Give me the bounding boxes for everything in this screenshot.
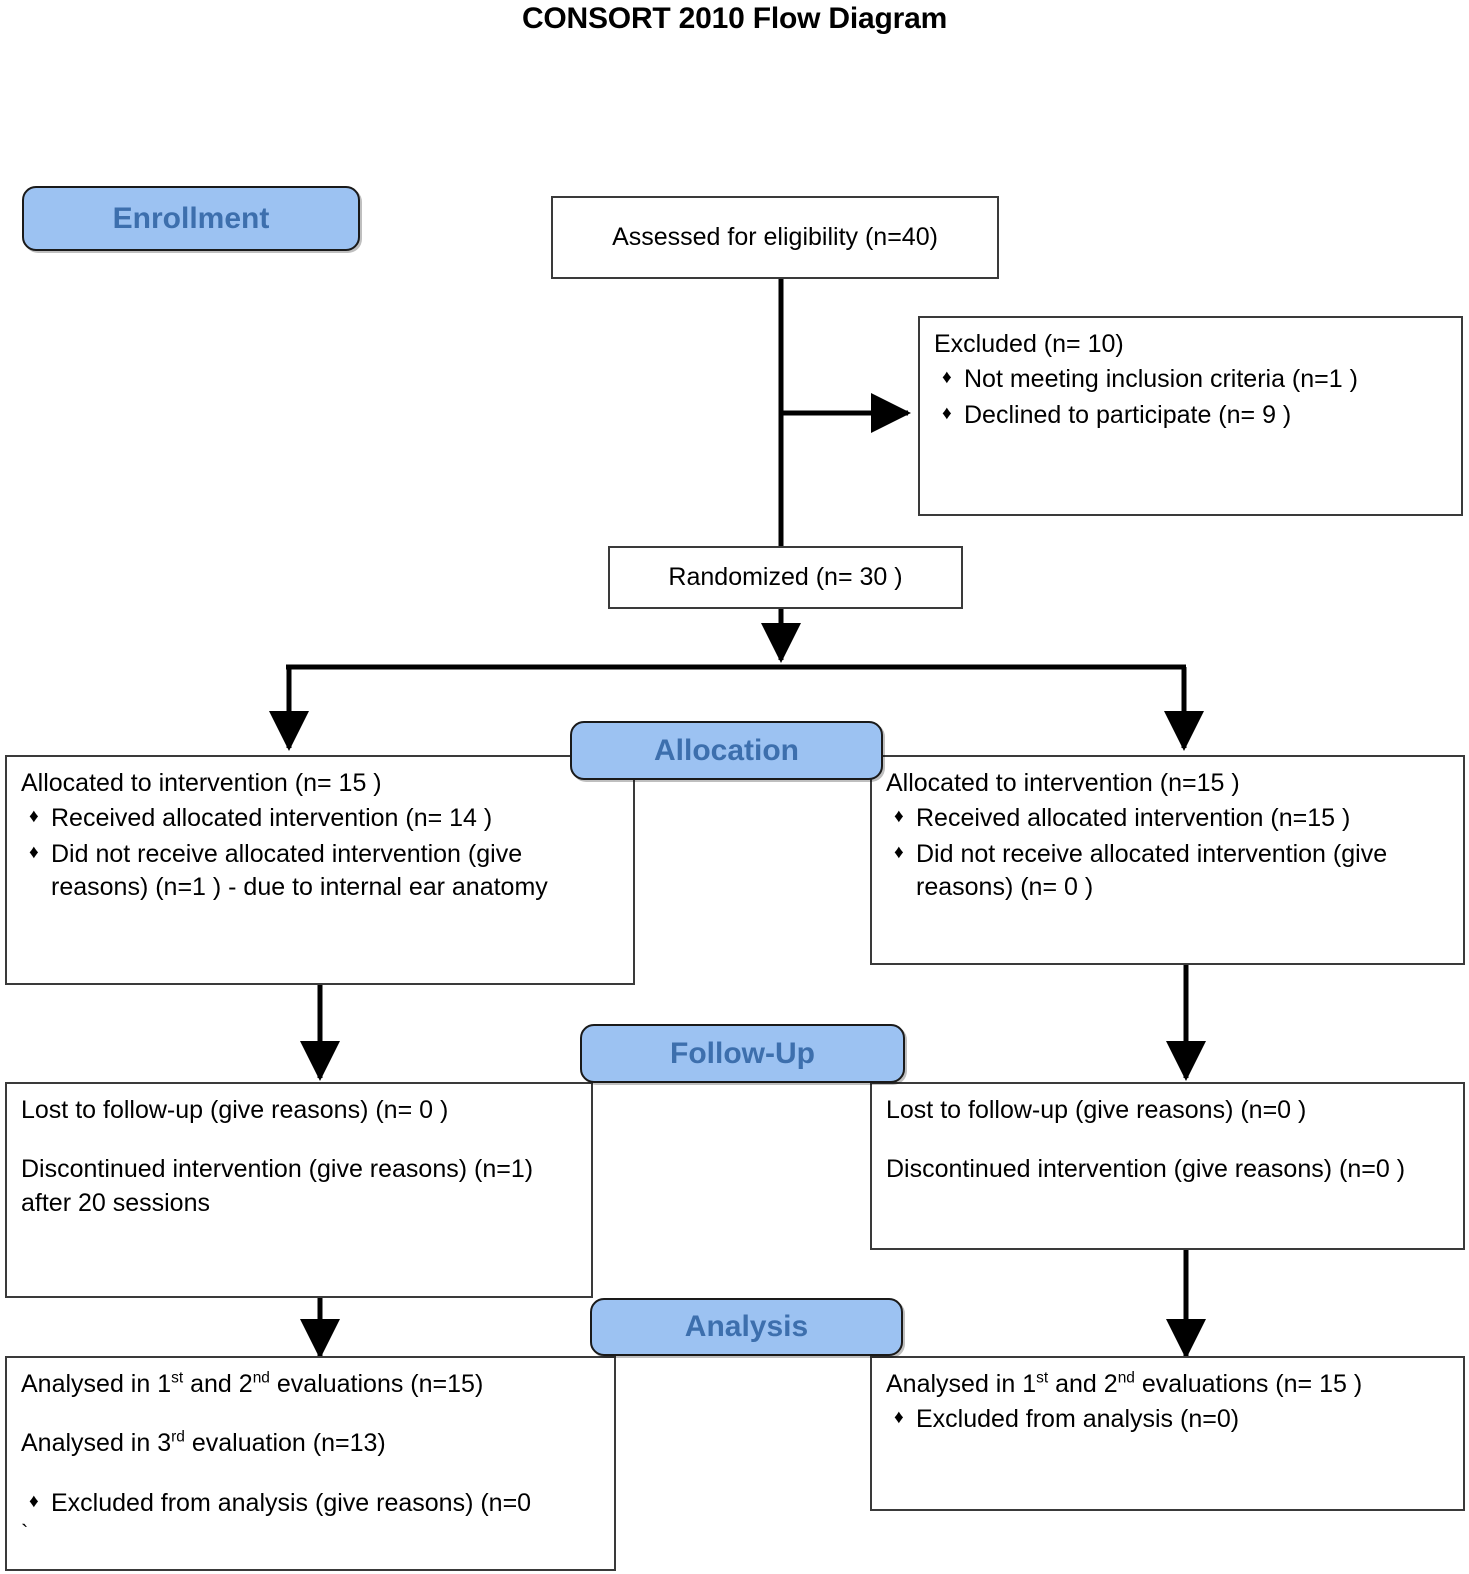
diamond-bullet-icon: ♦ (942, 367, 952, 389)
ordinal-suffix: nd (252, 1369, 270, 1387)
stage-badge-followup: Follow-Up (580, 1024, 905, 1083)
list-item: ♦ Excluded from analysis (n=0) (886, 1403, 1449, 1436)
trailing-mark: ` (21, 1519, 29, 1545)
list-item: ♦ Received allocated intervention (n= 14… (21, 802, 619, 835)
followup-right-discontinued: Discontinued intervention (give reasons)… (886, 1155, 1406, 1184)
allocation-left-item-text: Did not receive allocated intervention (… (51, 839, 548, 901)
analysis-right-line1-c: evaluations (n= 15 ) (1134, 1370, 1363, 1398)
diamond-bullet-icon: ♦ (29, 806, 39, 828)
list-item: ♦ Declined to participate (n= 9 ) (934, 399, 1447, 432)
list-item: ♦ Did not receive allocated intervention… (886, 838, 1449, 905)
allocation-right-list: ♦ Received allocated intervention (n=15 … (886, 802, 1449, 904)
allocation-left-item-text: Received allocated intervention (n= 14 ) (51, 804, 493, 833)
allocation-right-item-text: Did not receive allocated intervention (… (916, 839, 1388, 901)
followup-right-lost: Lost to follow-up (give reasons) (n=0 ) (886, 1096, 1307, 1124)
ordinal-suffix: rd (171, 1428, 185, 1446)
ordinal-suffix: nd (1117, 1369, 1135, 1387)
followup-left-lost: Lost to follow-up (give reasons) (n= 0 ) (21, 1096, 449, 1124)
analysis-left-line1: Analysed in 1st and 2nd evaluations (n=1… (21, 1368, 600, 1401)
diamond-bullet-icon: ♦ (29, 841, 39, 863)
followup-left-discontinued: Discontinued intervention (give reasons)… (21, 1155, 534, 1217)
randomized-label: Randomized (n= 30 ) (668, 562, 903, 591)
box-followup-right: Lost to follow-up (give reasons) (n=0 ) … (870, 1082, 1465, 1250)
analysis-right-list: ♦ Excluded from analysis (n=0) (886, 1403, 1449, 1436)
stage-badge-enrollment-label: Enrollment (112, 201, 270, 235)
analysis-right-excluded-text: Excluded from analysis (n=0) (916, 1405, 1240, 1434)
analysis-left-list: ♦ Excluded from analysis (give reasons) … (21, 1487, 600, 1520)
list-item: ♦ Not meeting inclusion criteria (n=1 ) (934, 363, 1447, 396)
excluded-reason-list: ♦ Not meeting inclusion criteria (n=1 ) … (934, 363, 1447, 432)
stage-badge-allocation-label: Allocation (653, 733, 799, 767)
box-randomized: Randomized (n= 30 ) (608, 546, 963, 609)
allocation-left-list: ♦ Received allocated intervention (n= 14… (21, 802, 619, 904)
box-allocation-right: Allocated to intervention (n=15 ) ♦ Rece… (870, 755, 1465, 965)
list-item: ♦ Did not receive allocated intervention… (21, 838, 619, 905)
allocation-left-lead: Allocated to intervention (n= 15 ) (21, 769, 382, 797)
list-item: ♦ Received allocated intervention (n=15 … (886, 802, 1449, 835)
analysis-right-line1: Analysed in 1st and 2nd evaluations (n= … (886, 1368, 1449, 1401)
diamond-bullet-icon: ♦ (29, 1490, 39, 1512)
excluded-reason-text: Not meeting inclusion criteria (n=1 ) (964, 365, 1358, 394)
analysis-left-line2-b: evaluation (n=13) (184, 1429, 386, 1458)
stage-badge-followup-label: Follow-Up (670, 1036, 815, 1070)
diamond-bullet-icon: ♦ (894, 841, 904, 863)
excluded-reason-text: Declined to participate (n= 9 ) (964, 400, 1292, 429)
ordinal-suffix: st (1036, 1369, 1049, 1387)
stage-badge-analysis: Analysis (590, 1298, 903, 1356)
box-assessed-for-eligibility: Assessed for eligibility (n=40) (551, 196, 999, 279)
allocation-right-lead: Allocated to intervention (n=15 ) (886, 769, 1240, 797)
assessed-label: Assessed for eligibility (n=40) (612, 222, 938, 251)
list-item: ♦ Excluded from analysis (give reasons) … (21, 1487, 600, 1520)
excluded-title: Excluded (n= 10) (934, 330, 1124, 358)
box-allocation-left: Allocated to intervention (n= 15 ) ♦ Rec… (5, 755, 635, 985)
stage-badge-analysis-label: Analysis (684, 1310, 809, 1343)
ordinal-suffix: st (171, 1369, 184, 1387)
page-title: CONSORT 2010 Flow Diagram (521, 2, 948, 35)
box-followup-left: Lost to follow-up (give reasons) (n= 0 )… (5, 1082, 593, 1298)
analysis-left-line1-b: and 2 (183, 1370, 253, 1398)
analysis-left-line1-c: evaluations (n=15) (269, 1370, 484, 1398)
analysis-left-excluded-text: Excluded from analysis (give reasons) (n… (51, 1488, 532, 1517)
diamond-bullet-icon: ♦ (894, 806, 904, 828)
stage-badge-allocation: Allocation (570, 721, 883, 780)
box-excluded: Excluded (n= 10) ♦ Not meeting inclusion… (918, 316, 1463, 516)
analysis-left-line2-a: Analysed in 3 (21, 1429, 172, 1458)
allocation-right-item-text: Received allocated intervention (n=15 ) (916, 804, 1351, 833)
diamond-bullet-icon: ♦ (894, 1407, 904, 1429)
box-analysis-left: Analysed in 1st and 2nd evaluations (n=1… (5, 1356, 616, 1571)
stage-badge-enrollment: Enrollment (22, 186, 360, 251)
box-analysis-right: Analysed in 1st and 2nd evaluations (n= … (870, 1356, 1465, 1511)
analysis-left-line2: Analysed in 3rd evaluation (n=13) (21, 1427, 600, 1460)
analysis-right-line1-a: Analysed in 1 (886, 1370, 1037, 1398)
analysis-left-line1-a: Analysed in 1 (21, 1370, 172, 1398)
analysis-right-line1-b: and 2 (1048, 1370, 1118, 1398)
diamond-bullet-icon: ♦ (942, 402, 952, 424)
